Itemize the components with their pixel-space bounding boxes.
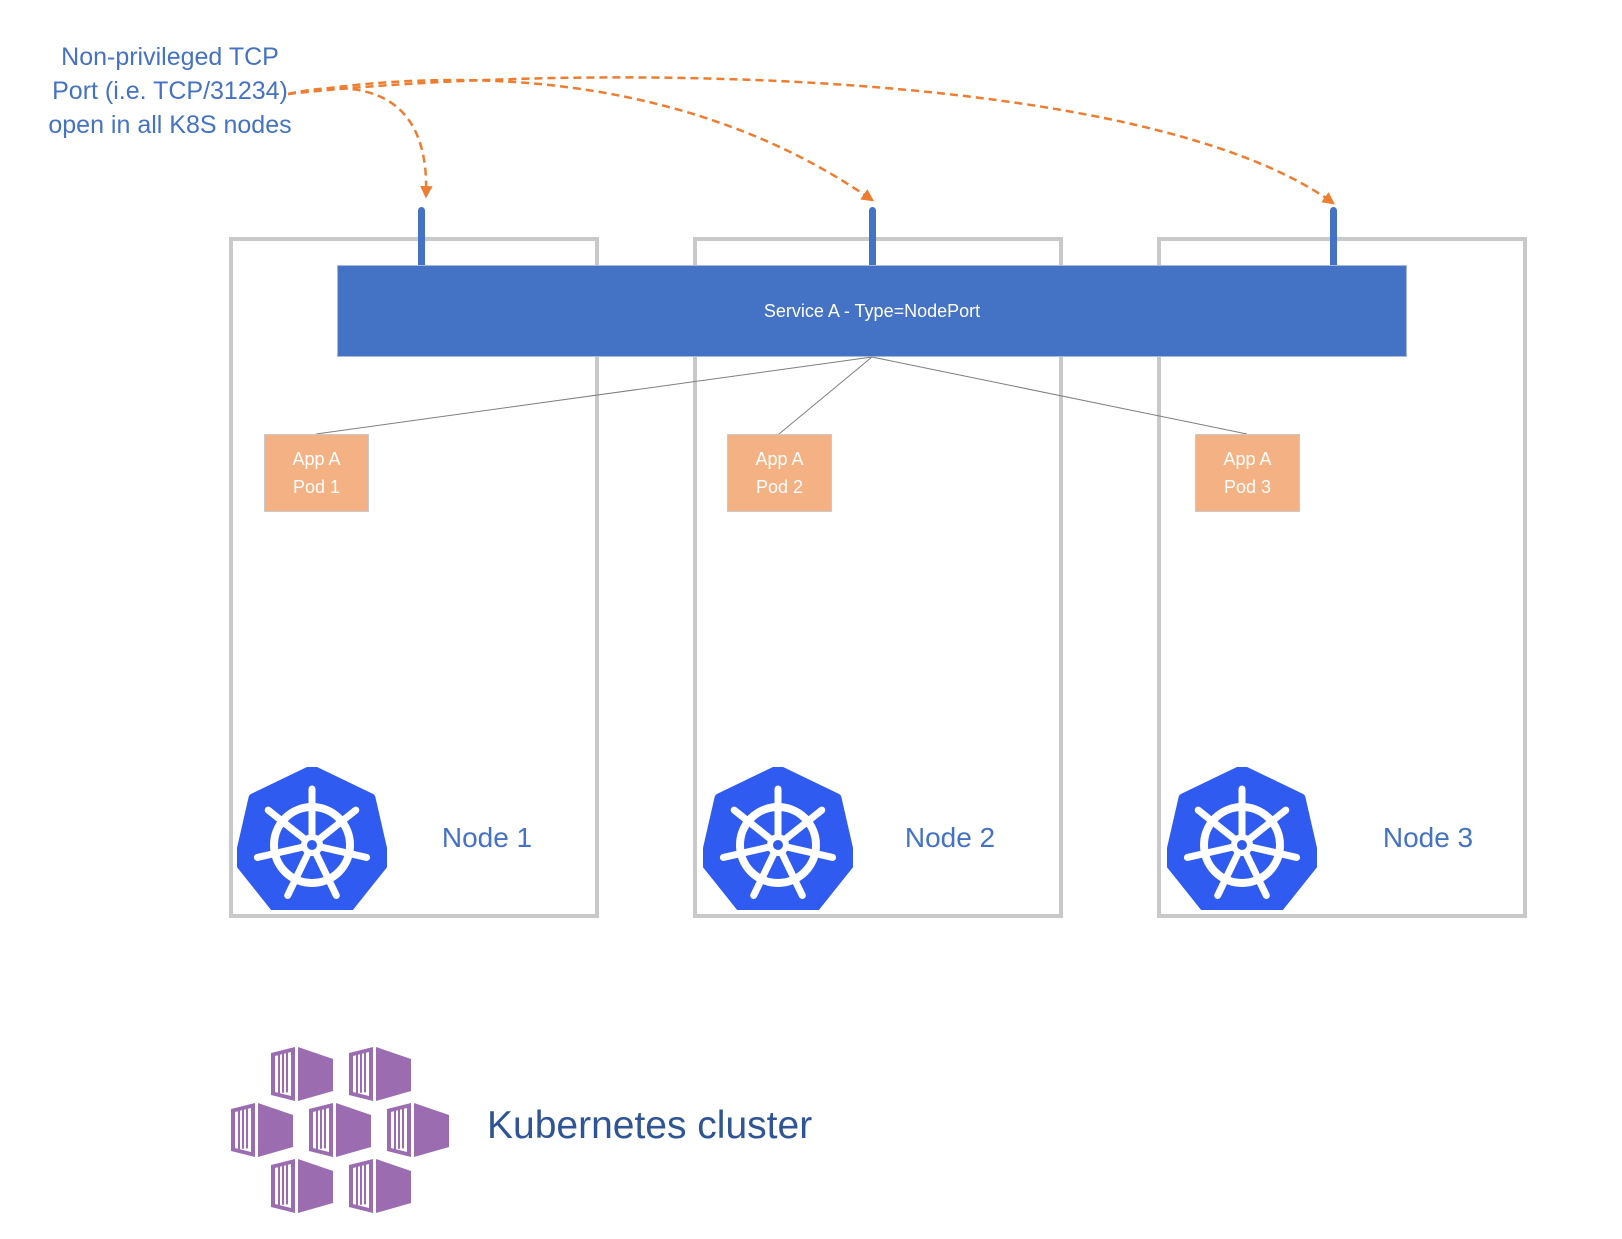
wheel-spoke	[1214, 849, 1242, 899]
wheel-spoke	[317, 843, 371, 861]
callout-line-2: Port (i.e. TCP/31234)	[52, 77, 288, 105]
pod-1-app: App A	[292, 449, 341, 469]
wheel-spoke	[781, 806, 826, 843]
container-cube	[231, 1103, 293, 1157]
node-port-2	[869, 207, 876, 267]
node-label-1: Node 1	[441, 822, 533, 853]
kubernetes-icon	[703, 767, 853, 910]
wheel-hub-center	[307, 840, 317, 850]
pod-2-name: Pod 2	[755, 477, 804, 497]
pod-3-name: Pod 3	[1223, 477, 1272, 497]
wheel-spoke	[783, 843, 837, 861]
pod-3: App A Pod 3	[1195, 434, 1300, 512]
wheel-spoke	[1183, 843, 1237, 861]
wheel-spoke	[315, 806, 360, 843]
container-cube	[349, 1047, 411, 1101]
aks-cluster-icon	[229, 1045, 454, 1213]
port-arrow-2	[287, 78, 875, 202]
wheel-spoke	[264, 806, 309, 843]
container-cube	[309, 1103, 371, 1157]
service-label: Service A - Type=NodePort	[763, 300, 981, 321]
pod-2-app: App A	[755, 449, 804, 469]
wheel-hub-center	[1237, 840, 1247, 850]
node-label-2: Node 2	[904, 822, 996, 853]
container-cube	[349, 1159, 411, 1213]
wheel-spoke	[750, 849, 778, 899]
nodeport-callout: Non-privileged TCP Port (i.e. TCP/31234)…	[30, 40, 310, 142]
wheel-hub-center	[773, 840, 783, 850]
wheel-spoke	[1245, 806, 1290, 843]
pod-1: App A Pod 1	[264, 434, 369, 512]
pod-2: App A Pod 2	[727, 434, 832, 512]
kubernetes-icon	[1167, 767, 1317, 910]
wheel-spoke	[312, 849, 340, 899]
service-bar: Service A - Type=NodePort	[337, 265, 1407, 357]
pod-3-app: App A	[1223, 449, 1272, 469]
node-port-3	[1330, 207, 1337, 267]
node-label-3: Node 3	[1382, 822, 1474, 853]
wheel-spoke	[730, 806, 775, 843]
node-port-1	[418, 207, 425, 267]
wheel-spoke	[284, 849, 312, 899]
container-cube	[387, 1103, 449, 1157]
wheel-spoke	[1247, 843, 1301, 861]
cluster-label: Kubernetes cluster	[487, 1104, 813, 1147]
wheel-spoke	[719, 843, 773, 861]
callout-line-1: Non-privileged TCP	[61, 43, 279, 71]
container-cube	[271, 1047, 333, 1101]
container-cube	[271, 1159, 333, 1213]
wheel-spoke	[253, 843, 307, 861]
pod-1-name: Pod 1	[292, 477, 341, 497]
kubernetes-icon	[237, 767, 387, 910]
callout-line-3: open in all K8S nodes	[48, 111, 292, 139]
port-arrow-3	[287, 76, 1336, 205]
wheel-spoke	[778, 849, 806, 899]
wheel-spoke	[1242, 849, 1270, 899]
wheel-spoke	[1194, 806, 1239, 843]
